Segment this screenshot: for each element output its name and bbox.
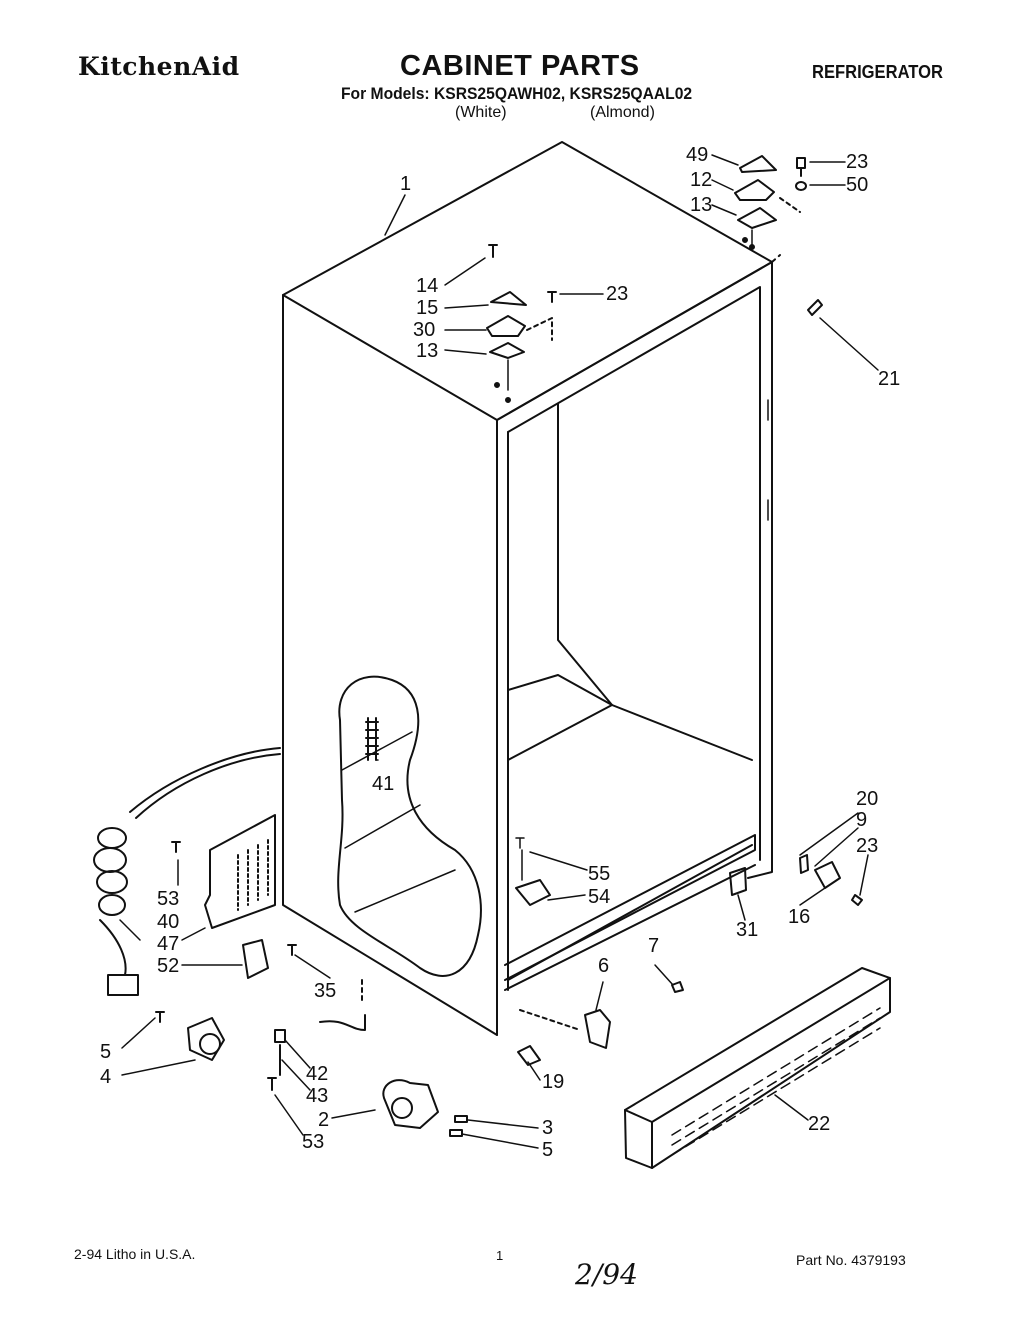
base-grille bbox=[624, 967, 891, 1169]
callout-54: 54 bbox=[588, 886, 610, 908]
callout-15: 15 bbox=[416, 297, 438, 319]
callout-55: 55 bbox=[588, 863, 610, 885]
callout-23: 23 bbox=[846, 151, 868, 173]
callout-23b: 23 bbox=[606, 283, 628, 305]
callout-5: 5 bbox=[100, 1041, 111, 1063]
callout-40: 40 bbox=[157, 911, 179, 933]
callout-47: 47 bbox=[157, 933, 179, 955]
color-almond-label: (Almond) bbox=[590, 104, 655, 121]
roller-assembly bbox=[382, 1079, 468, 1137]
callout-20: 20 bbox=[856, 788, 878, 810]
litho-note: 2-94 Litho in U.S.A. bbox=[74, 1246, 196, 1262]
callout-21: 21 bbox=[878, 368, 900, 390]
callout-16: 16 bbox=[788, 906, 810, 928]
callout-5b: 5 bbox=[542, 1139, 553, 1161]
callout-13b: 13 bbox=[416, 340, 438, 362]
handwritten-date: 2/94 bbox=[575, 1258, 638, 1291]
callout-6: 6 bbox=[598, 955, 609, 977]
insulation-cutaway bbox=[337, 675, 482, 977]
color-white-label: (White) bbox=[455, 104, 507, 121]
top-center-hinge bbox=[486, 244, 557, 403]
callout-41: 41 bbox=[372, 773, 394, 795]
callout-50: 50 bbox=[846, 174, 868, 196]
page-number: 1 bbox=[496, 1248, 504, 1263]
model-numbers: For Models: KSRS25QAWH02, KSRS25QAAL02 bbox=[341, 84, 693, 103]
cabinet-shell bbox=[282, 141, 781, 1036]
interior-bracket bbox=[515, 837, 551, 906]
callout-2: 2 bbox=[318, 1109, 329, 1131]
callout-1: 1 bbox=[400, 173, 411, 195]
page-title: CABINET PARTS bbox=[400, 50, 640, 82]
callout-52: 52 bbox=[157, 955, 179, 977]
callout-35: 35 bbox=[314, 980, 336, 1002]
callout-4: 4 bbox=[100, 1066, 111, 1088]
callout-labels: 1 49 12 13 23 50 14 15 30 13 23 21 41 20… bbox=[100, 144, 900, 1161]
leader-lines bbox=[119, 154, 879, 1149]
callout-30: 30 bbox=[413, 319, 435, 341]
callout-13: 13 bbox=[690, 194, 712, 216]
callout-53: 53 bbox=[157, 888, 179, 910]
callout-42: 42 bbox=[306, 1063, 328, 1085]
callout-49: 49 bbox=[686, 144, 708, 166]
callout-14: 14 bbox=[416, 275, 438, 297]
bracket-panel bbox=[171, 814, 276, 929]
power-cord bbox=[93, 747, 281, 996]
callout-53b: 53 bbox=[302, 1131, 324, 1153]
hinge-bracket-6 bbox=[517, 981, 684, 1066]
pin-21 bbox=[807, 299, 823, 316]
brand-logo: KitchenAid bbox=[78, 52, 240, 81]
callout-9: 9 bbox=[856, 809, 867, 831]
callout-19: 19 bbox=[542, 1071, 564, 1093]
callout-12: 12 bbox=[690, 169, 712, 191]
right-lower-parts bbox=[729, 854, 863, 906]
appliance-type: REFRIGERATOR bbox=[812, 62, 943, 82]
top-right-hinge bbox=[734, 155, 807, 250]
part-number: Part No. 4379193 bbox=[796, 1252, 906, 1268]
callout-7: 7 bbox=[648, 935, 659, 957]
callout-31: 31 bbox=[736, 919, 758, 941]
lower-left-parts bbox=[155, 939, 366, 1091]
callout-23c: 23 bbox=[856, 835, 878, 857]
callout-3: 3 bbox=[542, 1117, 553, 1139]
callout-22: 22 bbox=[808, 1113, 830, 1135]
callout-43: 43 bbox=[306, 1085, 328, 1107]
